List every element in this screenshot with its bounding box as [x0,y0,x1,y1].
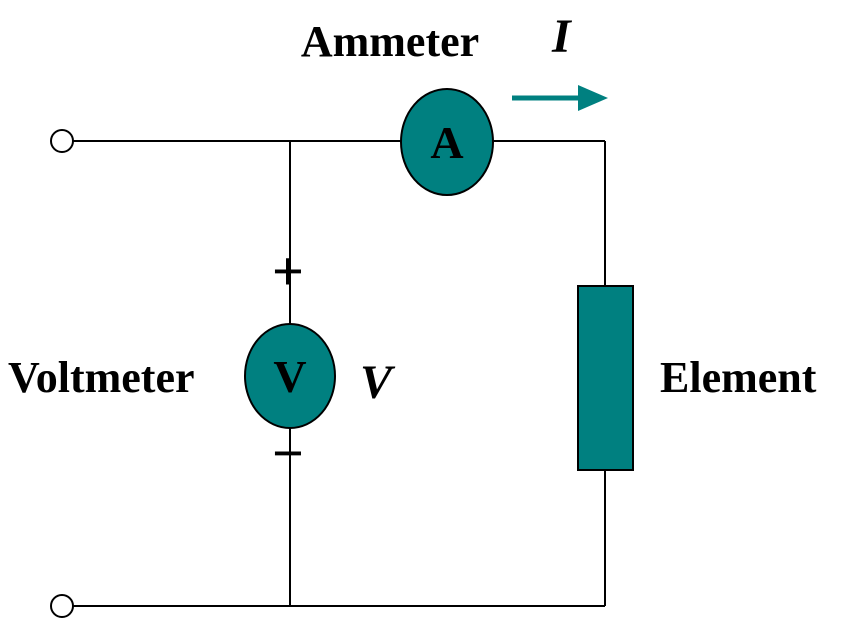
voltage-label: V [360,356,396,409]
top-left-terminal [50,129,74,153]
voltmeter-label: Voltmeter [8,353,195,402]
ammeter-label: Ammeter [301,17,479,66]
minus-sign: − [272,423,304,485]
voltmeter-symbol: V [273,351,306,402]
ammeter-body [400,88,494,196]
element-body [577,285,634,471]
current-arrow-head [578,85,608,111]
current-arrow [512,85,608,111]
voltmeter-body [244,323,336,429]
plus-sign: + [272,241,304,303]
ammeter-symbol: A [430,117,463,168]
current-label: I [551,10,573,63]
element-label: Element [660,353,817,402]
bottom-left-terminal [50,594,74,618]
